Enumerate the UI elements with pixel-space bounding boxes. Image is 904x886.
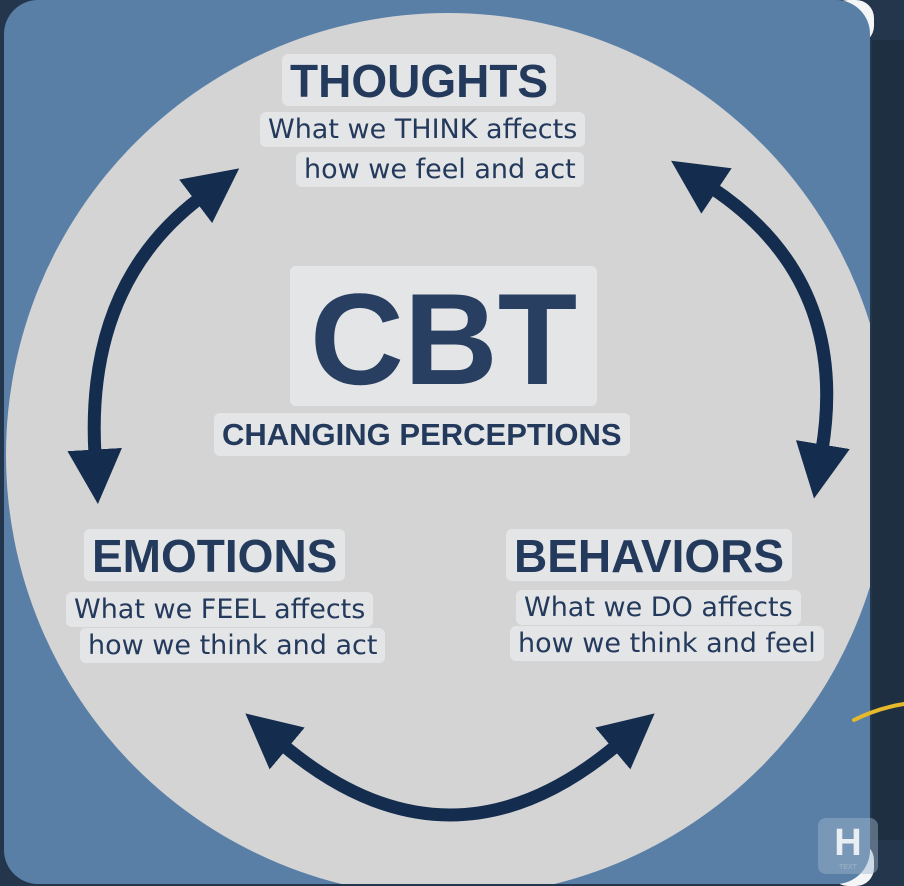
yellow-pen-mark [852,702,904,722]
cbt-tagline: CHANGING PERCEPTIONS [214,413,630,456]
double-headed-curved-arrow-bottom [245,713,655,822]
behaviors-line2: how we think and feel [510,626,824,661]
right-edge-shadow [872,40,904,840]
emotions-heading: EMOTIONS [84,529,346,581]
emotions-line1: What we FEEL affects [66,592,374,627]
thoughts-heading: THOUGHTS [282,54,557,106]
double-headed-curved-arrow-right [671,160,850,499]
logo-small-text: TEXT [839,864,857,871]
watermark-logo: H TEXT [818,818,878,874]
emotions-line2: how we think and act [80,628,386,663]
cbt-title: CBT [290,266,598,406]
thoughts-line2: how we feel and act [296,152,584,187]
behaviors-heading: BEHAVIORS [506,529,793,581]
behaviors-line1: What we DO affects [516,590,801,625]
double-headed-curved-arrow-left [67,168,240,505]
thoughts-line1: What we THINK affects [260,112,586,147]
logo-letter: H [834,822,862,864]
